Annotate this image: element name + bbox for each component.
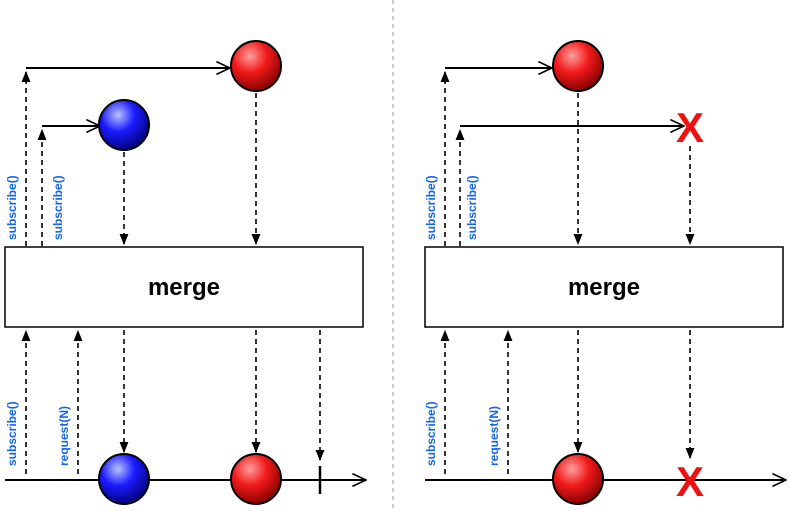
- merge-operator-box: [424, 246, 784, 328]
- merge-operator-box: [4, 246, 364, 328]
- error-marker: X: [676, 458, 704, 505]
- subscribe-label: subscribe(): [465, 175, 479, 240]
- merge-operator-label: merge: [568, 274, 640, 301]
- marble-red: [552, 453, 604, 505]
- marble-red: [230, 453, 282, 505]
- subscribe-label: subscribe(): [5, 175, 19, 240]
- request-label: request(N): [57, 406, 71, 466]
- subscribe-label: subscribe(): [424, 175, 438, 240]
- subscribe-label: subscribe(): [5, 401, 19, 466]
- subscribe-label: subscribe(): [51, 175, 65, 240]
- subscribe-label: subscribe(): [424, 401, 438, 466]
- marble-red: [230, 40, 282, 92]
- right-panel: subscribe() subscribe() X merge subscrib…: [424, 40, 786, 505]
- error-marker: X: [676, 104, 704, 151]
- request-label: request(N): [487, 406, 501, 466]
- merge-operator-label: merge: [148, 274, 220, 301]
- marble-red: [552, 40, 604, 92]
- marble-blue: [98, 453, 150, 505]
- left-panel: subscribe() subscribe() merge subscribe(…: [4, 40, 366, 505]
- marble-blue: [98, 99, 150, 151]
